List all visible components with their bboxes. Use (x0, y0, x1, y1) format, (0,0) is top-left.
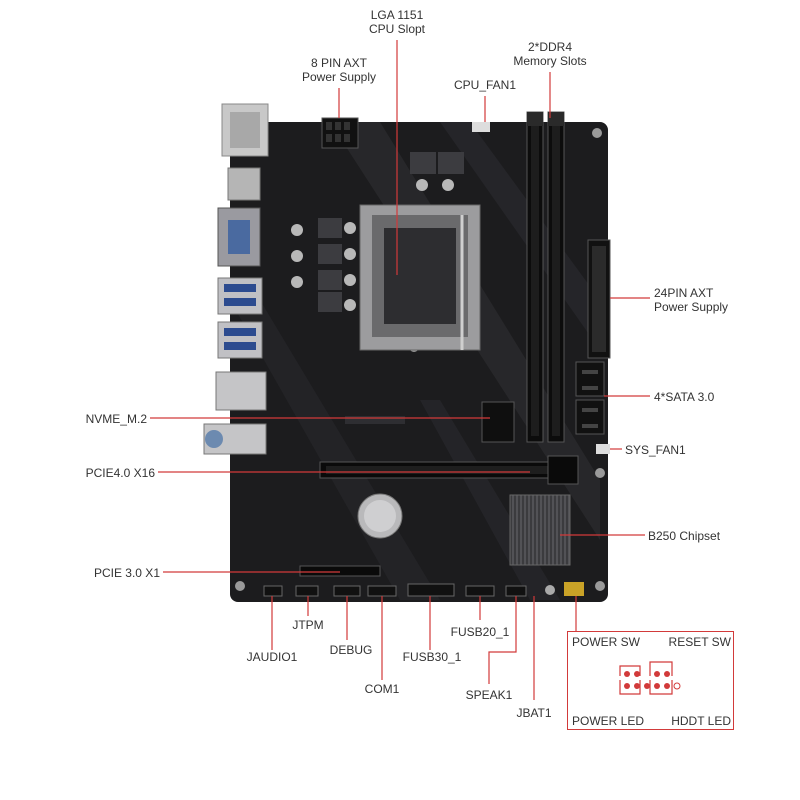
pcie-x16-slot (319, 455, 579, 485)
panel-reset-sw: RESET SW (668, 635, 731, 649)
label-pcie16: PCIE4.0 X16 (85, 466, 155, 480)
cpu-socket (359, 204, 481, 351)
bottom-headers (263, 582, 584, 597)
ddr4-slots (526, 111, 565, 443)
label-power8-line1: 8 PIN AXT (310, 56, 368, 70)
sata-ports (575, 361, 605, 435)
label-power24-line2: Power Supply (654, 300, 729, 314)
panel-hddt-led: HDDT LED (671, 714, 731, 728)
nvme-m2-slot (345, 401, 515, 443)
label-com1: COM1 (364, 682, 400, 696)
cmos-battery (357, 493, 403, 539)
label-debug: DEBUG (329, 643, 373, 657)
label-pcie1: PCIE 3.0 X1 (93, 566, 160, 580)
label-sata: 4*SATA 3.0 (654, 390, 715, 404)
power-8pin-connector (321, 117, 359, 149)
vrm-chokes (291, 152, 464, 312)
label-power8-line2: Power Supply (301, 70, 377, 84)
pcie-x1-slot (299, 565, 381, 577)
label-jtpm: JTPM (292, 618, 324, 632)
label-cpu-fan: CPU_FAN1 (453, 78, 517, 92)
front-panel-box (567, 631, 734, 730)
cpu-fan-header (472, 122, 490, 132)
panel-power-led: POWER LED (572, 714, 645, 728)
label-ddr-line1: 2*DDR4 (527, 40, 573, 54)
chipset-heatsink (509, 494, 571, 566)
panel-power-sw: POWER SW (572, 635, 640, 649)
rear-io-ports (203, 103, 269, 455)
power-24pin-connector (587, 239, 611, 359)
label-fusb30: FUSB30_1 (402, 650, 462, 664)
label-cpu-socket-line1: LGA 1151 (370, 8, 424, 22)
leader-lines (150, 40, 650, 700)
sys-fan-header (596, 444, 610, 454)
leader-speak (488, 596, 517, 684)
label-power24-line1: 24PIN AXT (654, 286, 714, 300)
label-chipset: B250 Chipset (648, 529, 721, 543)
label-sys-fan: SYS_FAN1 (625, 443, 686, 457)
label-speak: SPEAK1 (465, 688, 513, 702)
label-ddr-line2: Memory Slots (513, 54, 587, 68)
label-nvme: NVME_M.2 (85, 412, 147, 426)
label-jaudio: JAUDIO1 (246, 650, 298, 664)
label-fusb20: FUSB20_1 (450, 625, 510, 639)
front-panel-pinout (619, 661, 681, 695)
label-jbat: JBAT1 (516, 706, 552, 720)
label-cpu-socket-line2: CPU Slopt (368, 22, 426, 36)
